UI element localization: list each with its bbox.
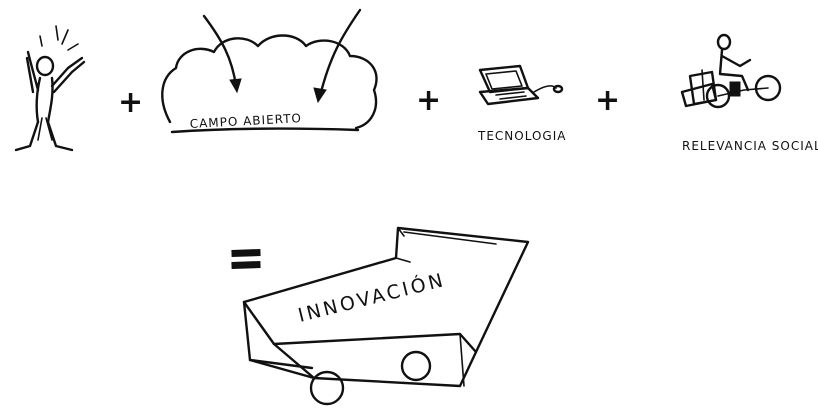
plus-operator-3: + (595, 83, 620, 118)
innovacion-label: INNOVACIÓN (295, 267, 447, 327)
tecnologia-label: TECNOLOGIA (477, 129, 566, 143)
laptop-icon (480, 66, 562, 104)
arrow-vehicle-icon (244, 228, 528, 404)
relevancia-social-label: RELEVANCIA SOCIAL (682, 139, 818, 153)
person-on-cart-icon (682, 35, 780, 107)
plus-operator-2: + (416, 83, 441, 118)
person-cheering-icon (16, 26, 84, 150)
plus-operator-1: + (118, 85, 143, 120)
equals-operator (232, 250, 260, 269)
